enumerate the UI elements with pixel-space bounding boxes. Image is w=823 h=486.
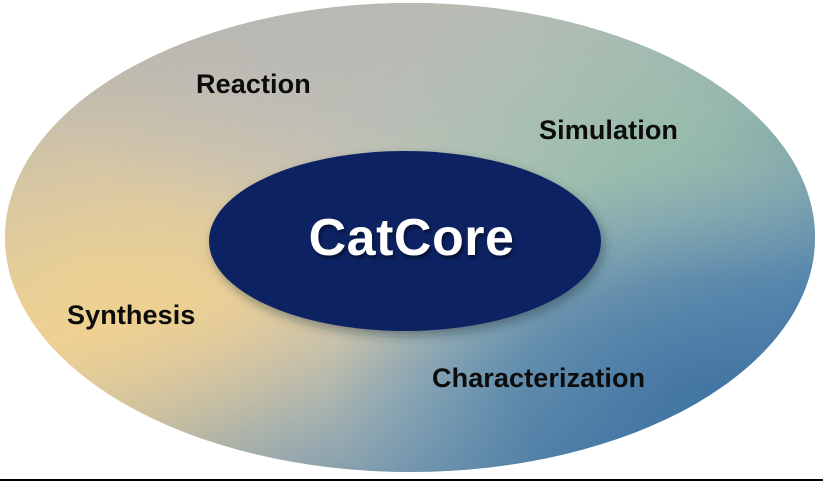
- label-characterization: Characterization: [432, 363, 646, 393]
- label-simulation: Simulation: [539, 115, 679, 145]
- bottom-divider: [0, 479, 823, 481]
- label-synthesis: Synthesis: [67, 300, 196, 330]
- core-ellipse: [209, 151, 601, 331]
- core-label: CatCore: [308, 209, 515, 267]
- label-reaction: Reaction: [196, 69, 311, 99]
